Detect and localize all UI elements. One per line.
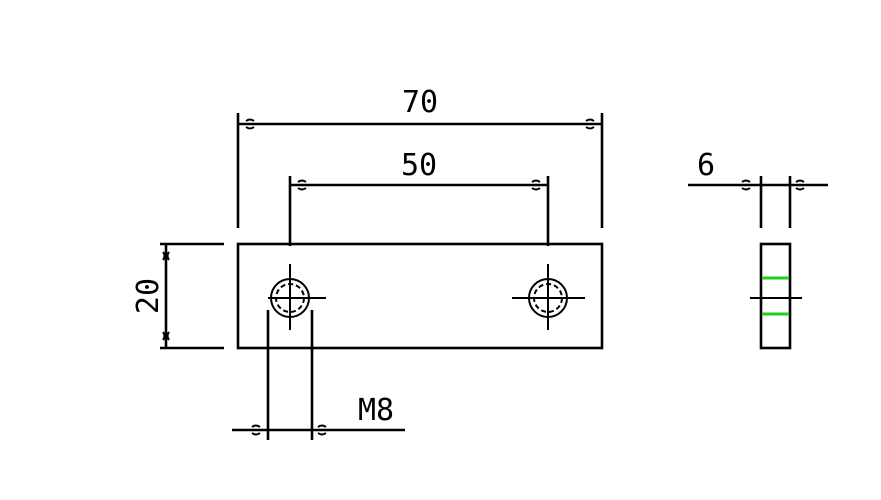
dimension-hole-spacing: 50 [288, 148, 550, 246]
dim-70-arrow-left [245, 118, 255, 130]
dim-6-arrow-right [795, 179, 805, 191]
dim-m8-arrow-left [251, 424, 261, 436]
hole-left [268, 264, 326, 330]
dim-6-label: 6 [697, 148, 715, 183]
dim-50-label: 50 [401, 148, 437, 183]
plate-front-view [236, 242, 604, 350]
dim-20-arrow-top [162, 251, 170, 261]
dimension-height: 20 [131, 242, 224, 350]
dim-m8-label: M8 [358, 393, 394, 428]
dim-20-label: 20 [131, 278, 166, 314]
dim-50-arrow-left [297, 179, 307, 191]
dim-20-arrow-bottom [162, 331, 170, 341]
side-view-outline [759, 242, 792, 350]
dim-50-arrow-right [531, 179, 541, 191]
dim-m8-arrow-right [317, 424, 327, 436]
dimension-thread: M8 [232, 310, 405, 440]
hole-right [512, 264, 585, 330]
plate-side-view [750, 242, 802, 350]
dimension-overall-length: 70 [236, 85, 604, 228]
dimension-thickness: 6 [688, 148, 828, 228]
plate-outline [236, 242, 604, 350]
dim-70-arrow-right [585, 118, 595, 130]
dim-6-arrow-left [741, 179, 751, 191]
dim-70-label: 70 [402, 85, 438, 120]
